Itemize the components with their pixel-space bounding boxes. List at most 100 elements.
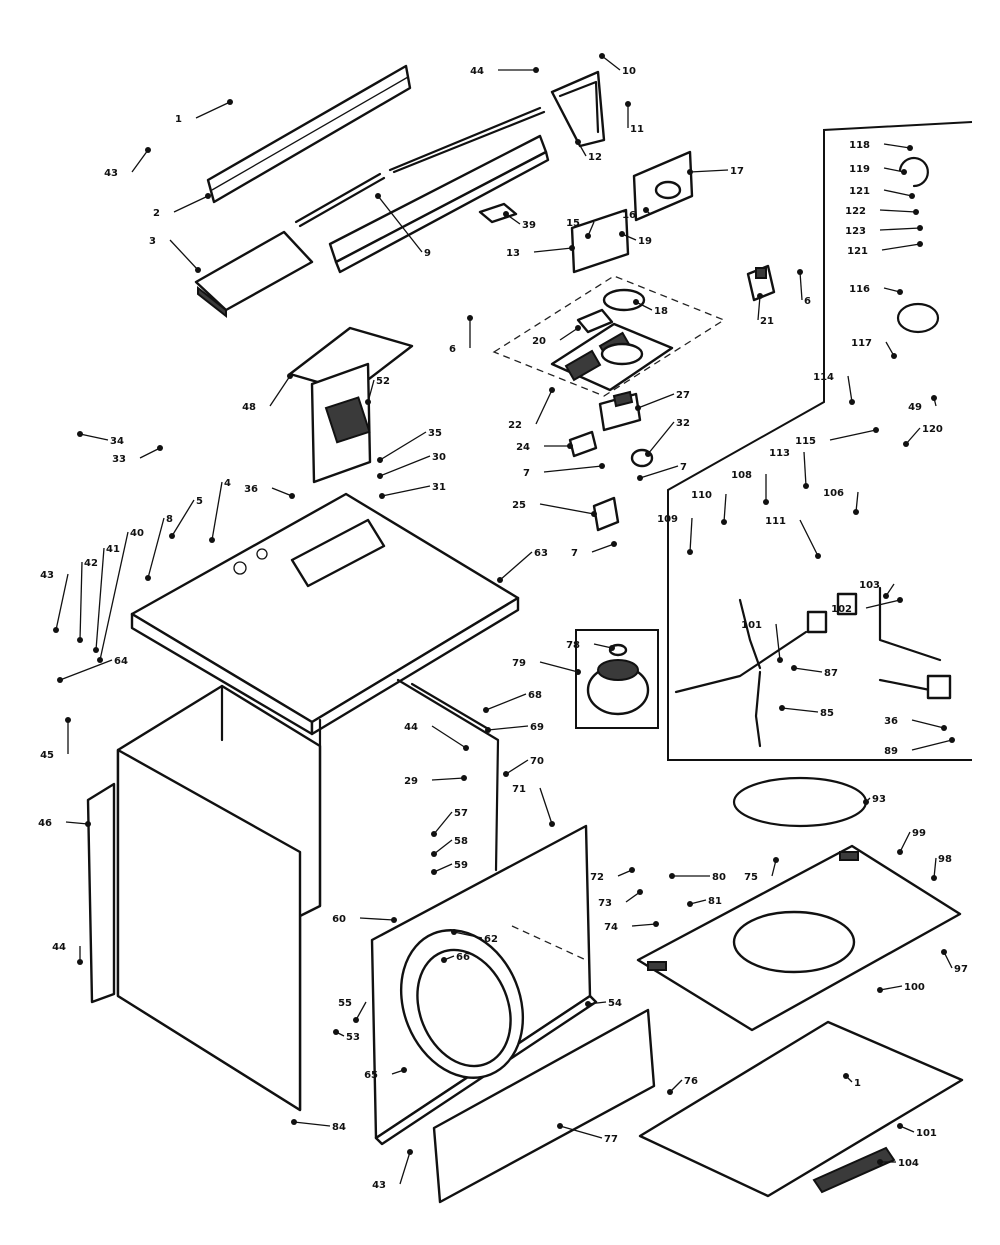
pump-part-78 [575, 629, 659, 729]
fastener-dot-78 [609, 645, 615, 651]
callout-label-80: 80 [712, 872, 726, 883]
leader-line-44 [431, 725, 467, 749]
fastener-dot-12 [575, 139, 581, 145]
base-part-75 [636, 844, 962, 1032]
fastener-dot-55 [353, 1017, 359, 1023]
fastener-dot-9 [375, 193, 381, 199]
callout-label-106: 106 [823, 488, 844, 499]
callout-label-111: 111 [765, 516, 786, 527]
cabinet-part-45 [116, 678, 500, 1112]
wiring-harness-inset [667, 121, 973, 761]
callout-label-39: 39 [522, 220, 536, 231]
fastener-dot-115 [873, 427, 879, 433]
fastener-dot-109 [687, 549, 693, 555]
leader-line-36 [911, 719, 945, 729]
leader-line-57 [433, 811, 453, 835]
fastener-dot-68 [483, 707, 489, 713]
callout-label-5: 5 [196, 496, 203, 507]
fastener-dot-6 [467, 315, 473, 321]
leader-line-30 [379, 455, 431, 477]
fastener-dot-71 [549, 821, 555, 827]
fastener-dot-65 [401, 1067, 407, 1073]
fastener-dot-21 [757, 293, 763, 299]
fastener-dot-99 [897, 849, 903, 855]
leader-line-55 [355, 1001, 367, 1021]
pan-part-76 [638, 1020, 964, 1198]
leader-line-22 [535, 389, 553, 425]
fastener-dot-121 [917, 241, 923, 247]
leader-line-123 [879, 227, 921, 231]
callout-label-113: 113 [769, 448, 790, 459]
leader-line-7 [639, 465, 679, 479]
fastener-dot-7 [637, 475, 643, 481]
fastener-dot-43 [407, 1149, 413, 1155]
leader-line-69 [487, 725, 529, 731]
fastener-dot-79 [575, 669, 581, 675]
leader-line-111 [799, 519, 819, 557]
fastener-dot-108 [763, 499, 769, 505]
fastener-dot-33 [157, 445, 163, 451]
leader-line-78 [593, 643, 613, 649]
leader-line-118 [883, 143, 911, 149]
callout-label-62: 62 [484, 934, 498, 945]
leader-line-121 [881, 243, 921, 251]
fastener-dot-5 [169, 533, 175, 539]
callout-label-43: 43 [372, 1180, 386, 1191]
callout-label-30: 30 [432, 452, 446, 463]
leader-line-113 [803, 451, 807, 487]
callout-label-70: 70 [530, 756, 544, 767]
fastener-dot-64 [57, 677, 63, 683]
fastener-dot-25 [591, 511, 597, 517]
callout-label-40: 40 [130, 528, 144, 539]
callout-label-4: 4 [224, 478, 231, 489]
callout-label-27: 27 [676, 390, 690, 401]
callout-label-93: 93 [872, 794, 886, 805]
callout-label-102: 102 [831, 604, 852, 615]
callout-label-119: 119 [849, 164, 870, 175]
leader-line-25 [539, 503, 595, 515]
leader-line-99 [899, 831, 911, 853]
fastener-dot-35 [377, 457, 383, 463]
callout-label-24: 24 [516, 442, 530, 453]
fastener-dot-116 [897, 289, 903, 295]
callout-label-32: 32 [676, 418, 690, 429]
callout-label-57: 57 [454, 808, 468, 819]
fastener-dot-75 [773, 857, 779, 863]
control-housing-part-22 [492, 275, 726, 397]
fastener-dot-45 [65, 717, 71, 723]
leader-line-31 [381, 485, 431, 497]
fastener-dot-29 [461, 775, 467, 781]
rear-console-part-9 [294, 106, 550, 274]
callout-label-66: 66 [456, 952, 470, 963]
fastener-dot-121 [909, 193, 915, 199]
leader-line-68 [485, 693, 527, 711]
leader-line-10 [601, 55, 621, 71]
bracket-part-12 [550, 70, 606, 148]
callout-label-31: 31 [432, 482, 446, 493]
leader-line-8 [147, 517, 165, 579]
callout-label-63: 63 [534, 548, 548, 559]
fastener-dot-69 [485, 727, 491, 733]
trim-strip-part-1 [206, 64, 412, 204]
fastener-dot-44 [533, 67, 539, 73]
fastener-dot-81 [687, 901, 693, 907]
leader-line-74 [631, 923, 657, 927]
callout-label-7: 7 [523, 468, 530, 479]
fastener-dot-48 [287, 373, 293, 379]
callout-label-75: 75 [744, 872, 758, 883]
fastener-dot-123 [917, 225, 923, 231]
leader-line-64 [59, 659, 113, 681]
callout-label-1: 1 [175, 114, 182, 125]
leader-line-48 [269, 375, 291, 407]
callout-label-6: 6 [449, 344, 456, 355]
callout-label-52: 52 [376, 376, 390, 387]
fastener-dot-24 [567, 443, 573, 449]
callout-label-114: 114 [813, 372, 834, 383]
leader-line-121 [883, 189, 913, 197]
fastener-dot-76 [667, 1089, 673, 1095]
fastener-dot-22 [549, 387, 555, 393]
callout-label-60: 60 [332, 914, 346, 925]
fastener-dot-15 [585, 233, 591, 239]
callout-label-36: 36 [884, 716, 898, 727]
